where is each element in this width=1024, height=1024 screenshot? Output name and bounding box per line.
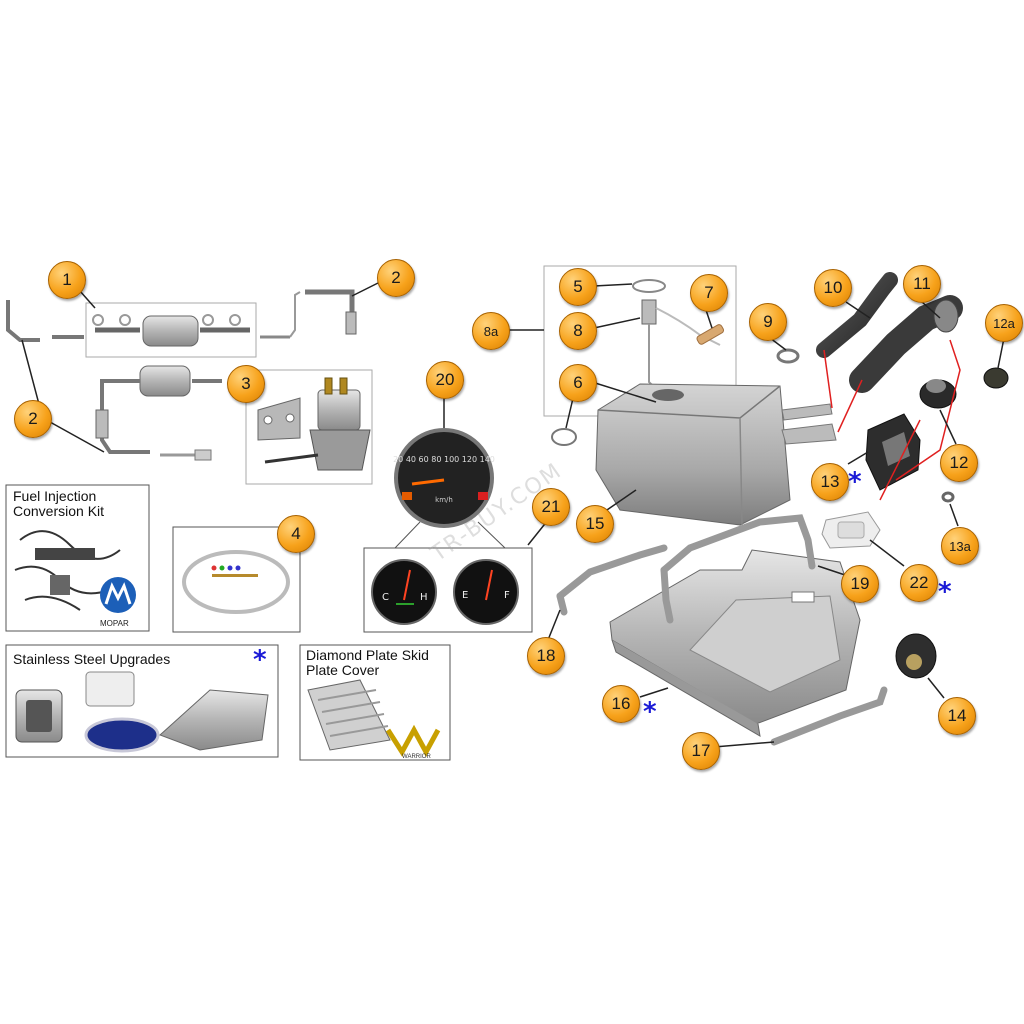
o-ring-kit-box xyxy=(172,526,301,633)
callout-13a[interactable]: 13a xyxy=(941,527,979,565)
svg-text:F: F xyxy=(504,590,510,601)
callout-15[interactable]: 15 xyxy=(576,505,614,543)
callout-12a[interactable]: 12a xyxy=(985,304,1023,342)
fuel-pump-box xyxy=(245,369,373,485)
callout-6[interactable]: 6 xyxy=(559,364,597,402)
speedometer-gauge: 20 40 60 80 100 120 140 km/h xyxy=(393,428,495,528)
callout-18[interactable]: 18 xyxy=(527,637,565,675)
asterisk-22: * xyxy=(938,577,952,607)
callout-17[interactable]: 17 xyxy=(682,732,720,770)
diamond-plate-label: Diamond Plate Skid Plate Cover xyxy=(306,647,429,678)
callout-20[interactable]: 20 xyxy=(426,361,464,399)
callout-19[interactable]: 19 xyxy=(841,565,879,603)
stainless-upgrades-label: Stainless Steel Upgrades xyxy=(13,651,171,667)
callout-9[interactable]: 9 xyxy=(749,303,787,341)
svg-text:E: E xyxy=(462,590,468,601)
callout-22[interactable]: 22 xyxy=(900,564,938,602)
asterisk-stainless: * xyxy=(253,645,267,675)
leader-lines-right xyxy=(508,283,1005,748)
callout-4[interactable]: 4 xyxy=(277,515,315,553)
speedo-unit: km/h xyxy=(435,496,453,504)
callout-11[interactable]: 11 xyxy=(903,265,941,303)
callout-14[interactable]: 14 xyxy=(938,697,976,735)
fuel-tank xyxy=(595,383,837,526)
svg-text:H: H xyxy=(420,592,428,603)
callout-7[interactable]: 7 xyxy=(690,274,728,312)
tank-straps xyxy=(556,514,888,746)
callout-2-left[interactable]: 2 xyxy=(14,400,52,438)
warrior-logo-text: WARRIOR xyxy=(402,754,431,760)
callout-5[interactable]: 5 xyxy=(559,268,597,306)
callout-8a[interactable]: 8a xyxy=(472,312,510,350)
callout-2-top[interactable]: 2 xyxy=(377,259,415,297)
callout-21[interactable]: 21 xyxy=(532,488,570,526)
fuel-injection-kit-box: MOPAR xyxy=(5,484,150,632)
callout-10[interactable]: 10 xyxy=(814,269,852,307)
fuel-line-assembly-bottom xyxy=(95,365,222,461)
stainless-upgrades-box xyxy=(5,644,279,758)
leader-lines-left xyxy=(21,281,381,453)
fuel-line-assembly-top xyxy=(6,289,357,358)
callout-1[interactable]: 1 xyxy=(48,261,86,299)
speedo-ticks: 20 40 60 80 100 120 140 xyxy=(393,455,495,464)
red-leader-lines xyxy=(823,339,961,501)
svg-text:C: C xyxy=(382,592,389,603)
lock-ring xyxy=(551,428,577,446)
asterisk-13: * xyxy=(848,467,862,497)
gauges-box: C H E F xyxy=(363,521,533,633)
callout-13[interactable]: 13 xyxy=(811,463,849,501)
filler-hoses xyxy=(776,272,1009,549)
callout-16[interactable]: 16 xyxy=(602,685,640,723)
mopar-logo-text: MOPAR xyxy=(100,619,129,628)
skid-plate xyxy=(609,549,861,737)
diamond-plate-box: WARRIOR xyxy=(299,644,451,761)
callout-3[interactable]: 3 xyxy=(227,365,265,403)
callout-12[interactable]: 12 xyxy=(940,444,978,482)
asterisk-16: * xyxy=(643,697,657,727)
fuel-injection-kit-label: Fuel Injection Conversion Kit xyxy=(13,488,105,519)
callout-8[interactable]: 8 xyxy=(559,312,597,350)
locking-gas-cap xyxy=(895,633,937,679)
